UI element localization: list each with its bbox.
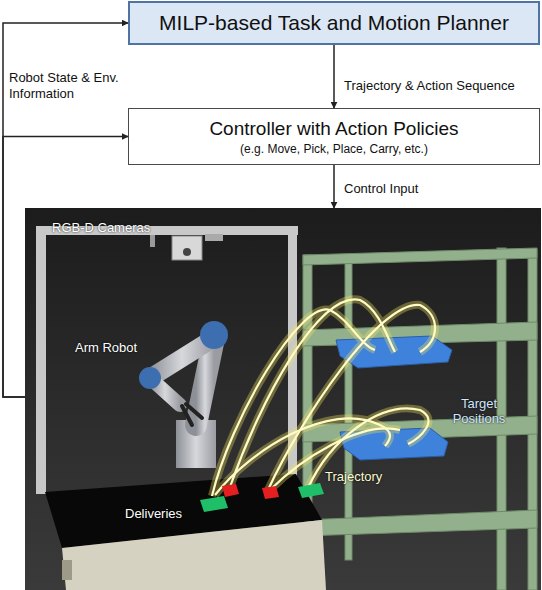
box-subtitle: (e.g. Move, Pick, Place, Carry, etc.) — [240, 141, 428, 157]
work-table — [45, 474, 326, 590]
planner-box: MILP-based Task and Motion Planner — [128, 1, 540, 45]
edge-label: Robot State & Env. Information — [9, 70, 121, 102]
flow-arrow — [333, 45, 335, 108]
flow-arrow — [333, 165, 335, 208]
trajectory-label: Trajectory — [325, 469, 405, 484]
arm-robot — [139, 321, 228, 468]
flow-arrow — [3, 137, 128, 398]
delivery-blocks — [200, 483, 324, 512]
trajectory-curves — [212, 299, 435, 496]
camera-label: RGB-D Cameras — [52, 220, 172, 235]
edge-label: Control Input — [344, 181, 494, 197]
photo-panel: RGB-D CamerasArm RobotTarget PositionsTr… — [25, 208, 541, 590]
photo-background — [25, 208, 541, 590]
box-title: MILP-based Task and Motion Planner — [159, 11, 509, 35]
target-label: Target Positions — [443, 396, 515, 426]
edge-label: Trajectory & Action Sequence — [344, 78, 534, 94]
deliveries-label: Deliveries — [125, 506, 215, 521]
rgbd-camera — [172, 234, 223, 260]
flow-arrow — [3, 23, 128, 397]
controller-box: Controller with Action Policies(e.g. Mov… — [128, 108, 540, 165]
box-title: Controller with Action Policies — [209, 117, 458, 141]
robot-label: Arm Robot — [75, 340, 165, 355]
